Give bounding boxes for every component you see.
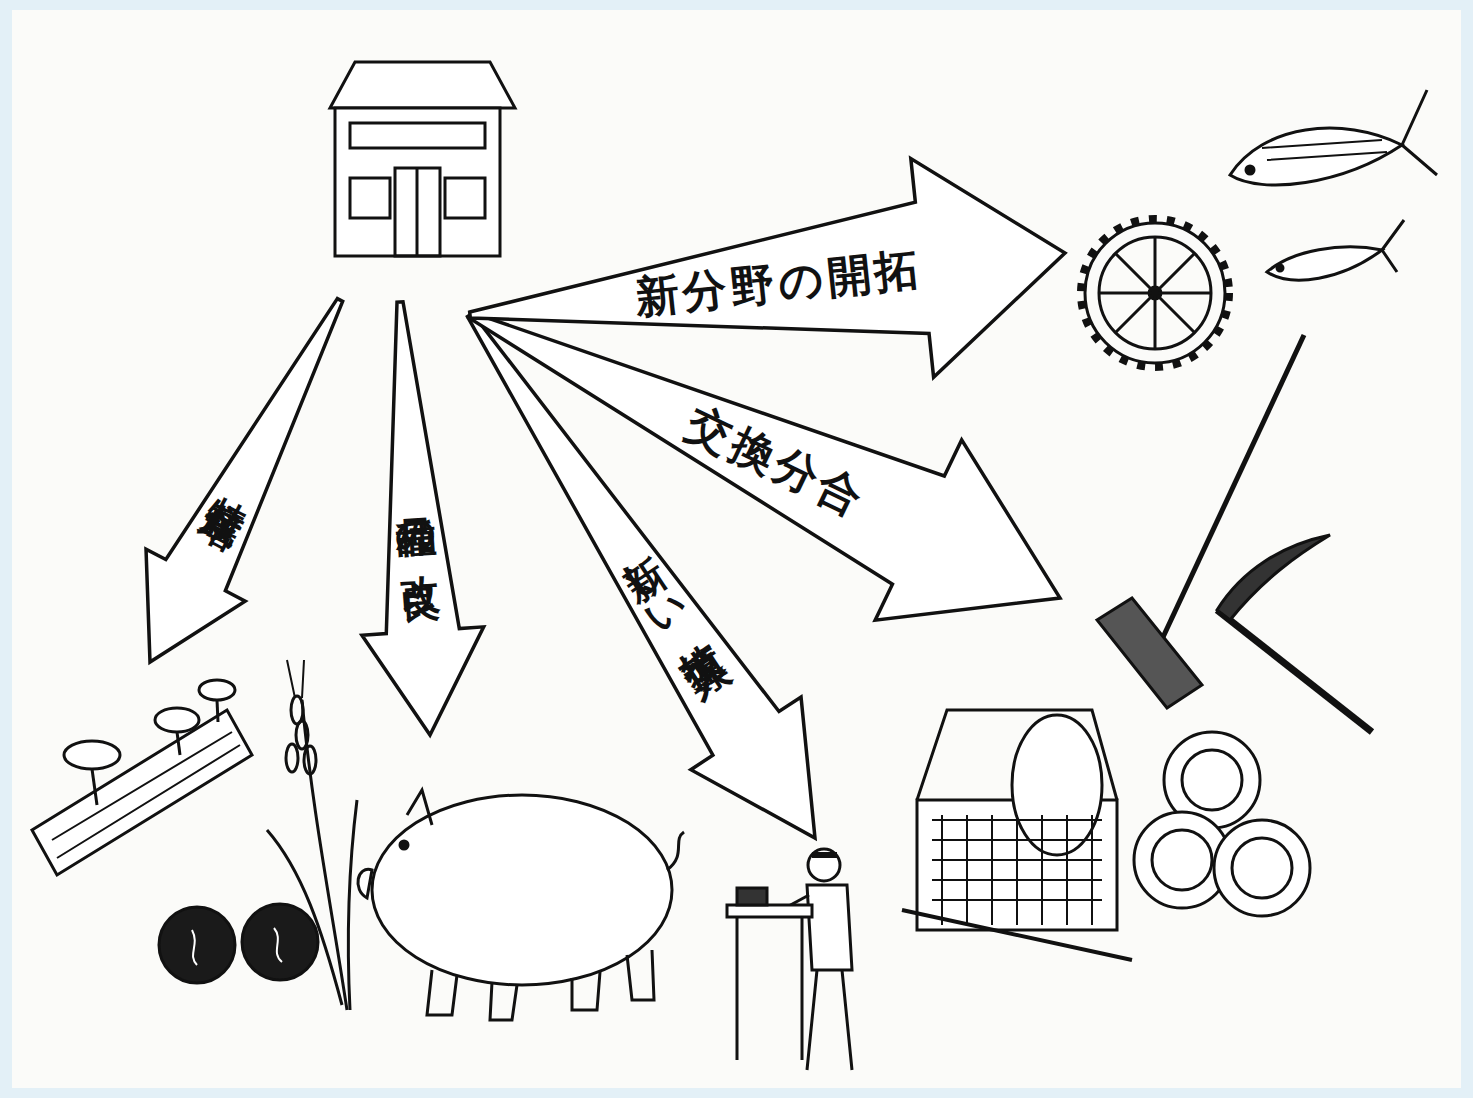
wheat-part [267, 830, 342, 1005]
fish-part [1277, 265, 1283, 271]
threshing-machine-part [942, 815, 1092, 925]
mushroom-log-part [177, 732, 180, 755]
threshing-machine-part [1012, 715, 1102, 855]
worker-at-bench-part [737, 888, 767, 905]
page-frame: 特産栽培品種の改良新しい技術導入交換分合新分野の開拓 [12, 10, 1461, 1088]
fish-part [1267, 247, 1382, 280]
house-part [350, 178, 390, 218]
pig [358, 790, 684, 1020]
house-part [416, 168, 419, 256]
water-wheel [1081, 219, 1229, 367]
wheat [267, 660, 357, 1010]
fish-part [1262, 140, 1387, 160]
house-part [395, 168, 440, 256]
fruits-part [192, 928, 282, 965]
arrow-body [415, 279, 870, 875]
fish-part [1230, 128, 1402, 185]
fish-part [1402, 90, 1437, 175]
threshing-machine-part [917, 800, 1117, 930]
fruits-part [159, 907, 235, 983]
mushroom-log [32, 680, 252, 875]
rice-bales [1134, 732, 1310, 916]
pig-part [667, 832, 684, 870]
house [330, 62, 515, 256]
worker-at-bench-part [727, 905, 812, 917]
mushroom-log-part [52, 732, 240, 858]
arrow-shape: 品種の改良 [339, 298, 491, 739]
worker-at-bench-part [807, 885, 852, 970]
arrow-body [100, 274, 389, 688]
house-part [445, 178, 485, 218]
arrow-body [459, 144, 1077, 425]
rice-bales-part [1232, 838, 1292, 898]
fish-part [1382, 220, 1404, 272]
water-wheel-part [1085, 223, 1225, 363]
water-wheel-part [1081, 219, 1229, 367]
sickle-part [1217, 535, 1330, 620]
water-wheel-part [1081, 219, 1229, 367]
fruits-part [242, 904, 318, 980]
pig-part [407, 790, 432, 825]
wheat-part [348, 800, 357, 1010]
threshing-machine-part [902, 910, 1132, 960]
wheat-part [286, 744, 298, 772]
wheat-part [304, 746, 316, 774]
house-part [350, 123, 485, 148]
mushroom-log-part [199, 680, 235, 700]
worker-at-bench-part [808, 849, 840, 881]
mushroom-log-part [32, 710, 252, 875]
rice-bales-part [1182, 750, 1242, 810]
fish [1230, 90, 1437, 280]
house-part [335, 108, 500, 256]
water-wheel-part [1099, 237, 1211, 349]
mushroom-log-part [64, 741, 120, 769]
threshing-machine [902, 710, 1132, 960]
wheat-part [287, 660, 304, 698]
hoe-part [1097, 598, 1202, 708]
worker-at-bench-part [737, 917, 802, 1060]
house-part [330, 62, 515, 108]
arrow-shape: 新分野の開拓 [459, 144, 1077, 425]
arrow-shape: 新しい技術導入 [415, 279, 870, 875]
water-wheel-part [1115, 253, 1195, 333]
pig-part [358, 869, 372, 898]
worker-at-bench [727, 849, 852, 1070]
wheat-part [302, 700, 347, 1010]
pig-part [400, 841, 408, 849]
arrow-shape: 特産栽培 [100, 274, 389, 688]
pig-part [427, 950, 654, 1020]
mushroom-log-part [217, 700, 218, 722]
rice-bales-part [1152, 830, 1212, 890]
sickle-part [1217, 610, 1372, 732]
worker-at-bench-part [812, 852, 837, 858]
mushroom-log-part [155, 708, 199, 732]
water-wheel-part [1115, 253, 1195, 333]
arrow-label: 品種の改良 [393, 484, 437, 553]
arrow-body [339, 298, 491, 739]
fish-part [1246, 166, 1254, 174]
wheat-part [296, 721, 308, 749]
mushroom-log-part [92, 769, 97, 805]
worker-at-bench-part [807, 970, 852, 1070]
rice-bales-part [1214, 820, 1310, 916]
fruits [159, 904, 318, 983]
sickle [1217, 535, 1372, 732]
